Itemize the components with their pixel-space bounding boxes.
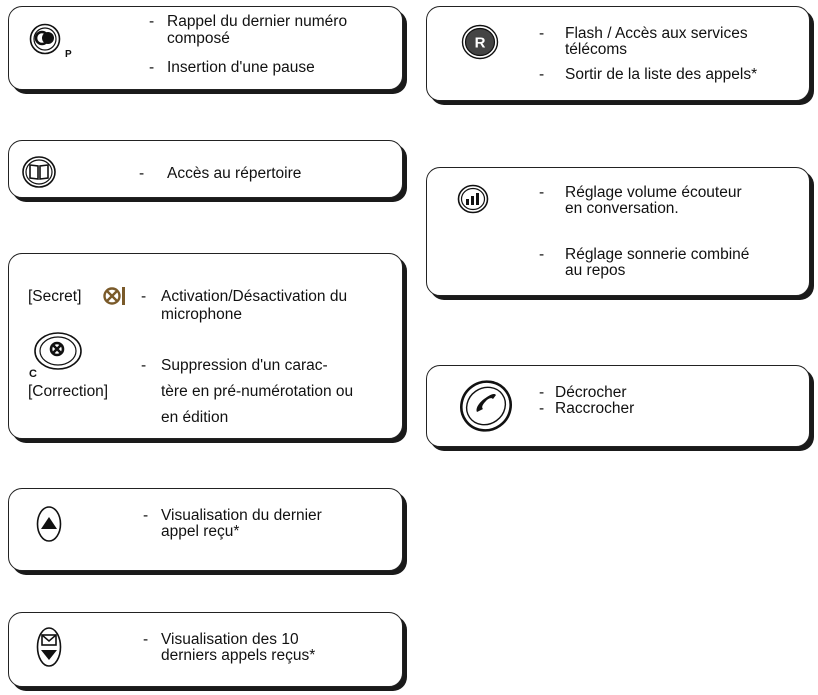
text-line: Accès au répertoire [167, 165, 302, 182]
text-line: Réglage sonnerie combiné [565, 246, 750, 263]
correction-label: [Correction] [28, 383, 109, 400]
text-line: Rappel du dernier numéro [167, 13, 348, 30]
correction-c-label: C [29, 368, 37, 380]
hook-card: - Décrocher - Raccrocher [426, 365, 810, 447]
text-line: appel reçu* [161, 523, 240, 540]
text-line: en conversation. [565, 200, 679, 217]
redial-p-label: P [65, 49, 72, 60]
up-arrow-key-icon [36, 505, 62, 548]
last-call-card: - Visualisation du dernier appel reçu* [8, 488, 403, 571]
phonebook-card: - Accès au répertoire [8, 140, 403, 198]
text-line: tère en pré-numérotation ou [161, 383, 354, 400]
phonebook-key-icon [21, 155, 57, 194]
volume-card: - Réglage volume écouteur en conversatio… [426, 167, 810, 296]
dash: - [539, 184, 545, 201]
dash: - [141, 288, 147, 305]
text-line: Décrocher [555, 384, 627, 401]
mute-icon [102, 286, 130, 311]
handset-key-icon [459, 378, 513, 439]
text-line: Insertion d'une pause [167, 59, 315, 76]
dash: - [143, 631, 149, 648]
dash: - [539, 66, 545, 83]
text-line: composé [167, 30, 230, 47]
dash: - [149, 13, 155, 30]
mute-correction-card: [Secret] C [Correction] - Activation/Dés… [8, 253, 403, 439]
dash: - [149, 59, 155, 76]
text-line: microphone [161, 306, 242, 323]
dash: - [539, 400, 545, 417]
volume-key-icon [457, 184, 489, 219]
text-line: Visualisation des 10 [161, 631, 299, 648]
secret-label: [Secret] [28, 288, 82, 305]
text-line: télécoms [565, 41, 628, 58]
text-line: Flash / Accès aux services [565, 25, 748, 42]
text-line: Visualisation du dernier [161, 507, 322, 524]
dash: - [539, 246, 545, 263]
text-line: Activation/Désactivation du [161, 288, 348, 305]
envelope-down-key-icon [36, 626, 62, 673]
text-line: Réglage volume écouteur [565, 184, 742, 201]
redial-key-icon [27, 21, 63, 62]
text-line: Sortir de la liste des appels* [565, 66, 758, 83]
dash: - [539, 25, 545, 42]
dash: - [539, 384, 545, 401]
flash-card: R - Flash / Accès aux services télécoms … [426, 6, 810, 101]
last-ten-calls-card: - Visualisation des 10 derniers appels r… [8, 612, 403, 687]
text-line: Suppression d'un carac- [161, 357, 328, 374]
dash: - [143, 507, 149, 524]
text-line: derniers appels reçus* [161, 647, 316, 664]
text-line: Raccrocher [555, 400, 635, 417]
dash: - [141, 357, 147, 374]
correction-key-icon [33, 330, 83, 377]
redial-card: P - Rappel du dernier numéro composé - I… [8, 6, 403, 90]
r-letter: R [475, 35, 486, 52]
text-line: en édition [161, 409, 229, 426]
text-line: au repos [565, 262, 626, 279]
r-flash-key-icon: R [461, 24, 499, 65]
dash: - [139, 165, 145, 182]
